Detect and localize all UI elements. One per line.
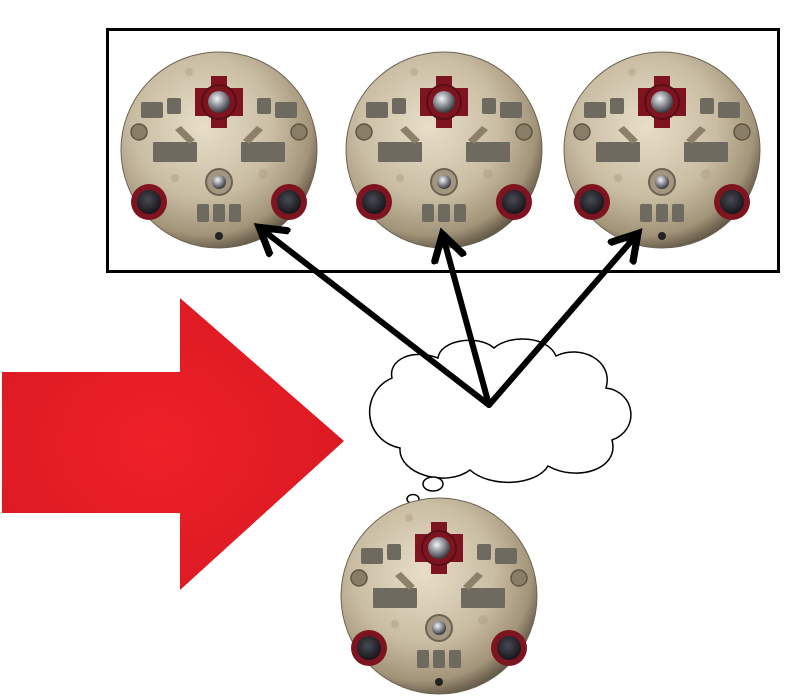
clone-droid-icon-2 bbox=[345, 51, 543, 249]
clone-droid-icon-3 bbox=[563, 51, 761, 249]
clone-arrows bbox=[264, 231, 634, 408]
clone-droid-icon-1 bbox=[120, 51, 318, 249]
thought-cloud bbox=[369, 338, 632, 505]
clone-arrow-1 bbox=[264, 231, 492, 408]
clone-arrow-3 bbox=[486, 238, 634, 408]
right-arrow-icon bbox=[2, 298, 344, 590]
source-droid-icon bbox=[340, 497, 538, 695]
clone-arrow-2 bbox=[444, 240, 492, 408]
